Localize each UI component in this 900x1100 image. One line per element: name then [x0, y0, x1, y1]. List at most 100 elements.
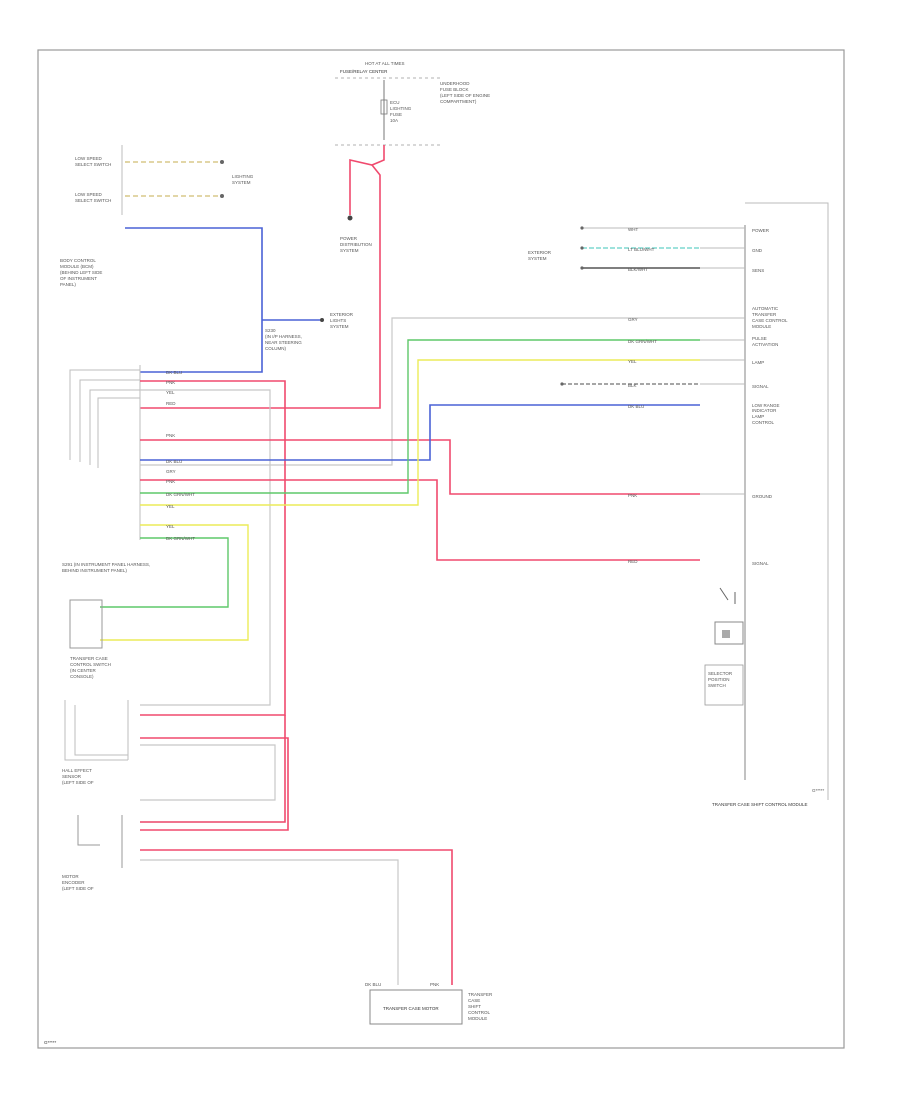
motor-desc-0: MOTOR	[62, 874, 79, 879]
splice-note-0: S291 (IN INSTRUMENT PANEL HARNESS,	[62, 562, 150, 567]
lighting-system-1: SYSTEM	[232, 180, 251, 185]
yellow-wires	[100, 359, 700, 641]
fuse-block-desc-0: UNDERHOOD	[440, 81, 470, 86]
green-wires	[100, 339, 700, 608]
splice-desc-2: NEAR STEERING	[265, 340, 302, 345]
svg-text:DK BLU: DK BLU	[365, 982, 381, 987]
transfer-desc-2: (IN CENTER	[70, 668, 97, 673]
diagram-border	[37, 49, 845, 1049]
fuse-block-desc-1: FUSE BLOCK	[440, 87, 469, 92]
indicator-lamp-0: INDICATOR	[752, 408, 777, 413]
encoder-desc-1: POSITION	[708, 677, 730, 682]
transfer-switch-box	[69, 599, 103, 649]
bottom-desc-1: CASE	[468, 998, 480, 1003]
power-dist-2: SYSTEM	[340, 248, 359, 253]
bottom-module-label: TRANSFER CASE MOTOR	[383, 1006, 439, 1011]
sensor-desc-0: HALL EFFECT	[62, 768, 92, 773]
right-pin-10: SIGNAL	[752, 384, 769, 389]
low-speed-switches: LOW SPEED SELECT SWITCH LOW SPEED SELECT…	[75, 145, 254, 215]
fuse-name-2: FUSE	[390, 112, 402, 117]
fuse-name-0: ECU	[390, 100, 400, 105]
svg-text:PNK: PNK	[166, 380, 175, 385]
corner-code: G*****	[812, 788, 825, 793]
splice-desc-3: COLUMN)	[265, 346, 287, 351]
low-speed-right-1: SELECT SWITCH	[75, 198, 111, 203]
bottom-module: TRANSFER CASE MOTOR DK BLU PNK TRANSFER …	[365, 982, 493, 1025]
sensor-desc-1: SENSOR	[62, 774, 82, 779]
right-pin-13: SIGNAL	[752, 561, 769, 566]
left-connector-block	[69, 365, 141, 540]
svg-text:PNK: PNK	[430, 982, 439, 987]
splice-dot	[347, 215, 353, 221]
right-pin-2: SENS	[752, 268, 764, 273]
right-wire-tags: WHT LT BLU/WHT BLK/WHT GRY DK GRN/WHT YE…	[528, 227, 657, 564]
motor-desc-1: ENCODER	[62, 880, 85, 885]
right-footer: TRANSFER CASE SHIFT CONTROL MODULE	[712, 802, 808, 807]
right-pin-7: PULSE	[752, 336, 767, 341]
encoder-desc-0: SELECTOR	[708, 671, 733, 676]
fuse-block-desc-3: COMPARTMENT)	[440, 99, 477, 104]
exterior-lights-2: SYSTEM	[330, 324, 349, 329]
svg-text:YEL: YEL	[166, 504, 175, 509]
blue-wire-left	[125, 227, 320, 373]
svg-text:PNK: PNK	[166, 433, 175, 438]
bottom-desc-3: CONTROL	[468, 1010, 490, 1015]
page-corner-code: G*****	[44, 1040, 57, 1045]
exterior-lights-0: EXTERIOR	[330, 312, 354, 317]
fuse-block: HOT AT ALL TIMES FUSE/RELAY CENTER UNDER…	[335, 61, 490, 146]
module-desc-1: MODULE (BCM)	[60, 264, 94, 269]
splice-desc-1: (IN I/P HARNESS,	[265, 334, 302, 339]
svg-text:SYSTEM: SYSTEM	[528, 256, 547, 261]
bottom-desc-0: TRANSFER	[468, 992, 493, 997]
exterior-lights-1: LIGHTS	[330, 318, 346, 323]
pink-wires	[140, 380, 700, 985]
fuse-block-title: FUSE/RELAY CENTER	[340, 69, 388, 74]
svg-text:YEL: YEL	[628, 359, 637, 364]
bottom-desc-4: MODULE	[468, 1016, 487, 1021]
svg-text:DK BLU: DK BLU	[166, 459, 182, 464]
svg-text:DK GRN/WHT: DK GRN/WHT	[166, 536, 195, 541]
right-pin-4: TRANSFER	[752, 312, 777, 317]
fuse-output-wires	[140, 145, 385, 409]
power-dist-0: POWER	[340, 236, 358, 241]
right-pin-8: ACTIVATION	[752, 342, 778, 347]
fuse-name-3: 10A	[390, 118, 398, 123]
transfer-desc-3: CONSOLE)	[70, 674, 94, 679]
low-speed-left-0: LOW SPEED	[75, 156, 103, 161]
svg-text:WHT: WHT	[628, 227, 638, 232]
lighting-system-0: LIGHTING	[232, 174, 254, 179]
right-module: POWER GND SENS AUTOMATIC TRANSFER CASE C…	[560, 202, 829, 807]
svg-text:EXTERIOR: EXTERIOR	[528, 250, 552, 255]
svg-text:GRY: GRY	[628, 317, 638, 322]
sensor-desc-2: (LEFT SIDE OF	[62, 780, 94, 785]
blue-wire-middle	[140, 404, 700, 461]
svg-text:LT BLU/WHT: LT BLU/WHT	[628, 247, 655, 252]
power-dist-1: DISTRIBUTION	[340, 242, 372, 247]
right-pin-0: POWER	[752, 228, 770, 233]
svg-text:PNK: PNK	[628, 493, 637, 498]
motor-desc-2: (LEFT SIDE OF	[62, 886, 94, 891]
svg-text:BLK: BLK	[628, 383, 637, 388]
fuse-name-1: LIGHTING	[390, 106, 412, 111]
svg-text:RED: RED	[628, 559, 638, 564]
gray-wires	[140, 317, 700, 985]
motor-encoder-connector	[77, 815, 123, 868]
right-pin-3: AUTOMATIC	[752, 306, 779, 311]
transfer-desc-1: CONTROL SWITCH	[70, 662, 111, 667]
svg-text:YEL: YEL	[166, 390, 175, 395]
encoder-desc-2: SWITCH	[708, 683, 726, 688]
svg-text:DK BLU: DK BLU	[628, 404, 644, 409]
fuse-block-desc-2: (LEFT SIDE OF ENGINE	[440, 93, 490, 98]
module-desc-0: BODY CONTROL	[60, 258, 96, 263]
module-desc-3: OF INSTRUMENT	[60, 276, 97, 281]
right-pin-12: GROUND	[752, 494, 773, 499]
module-desc-2: (BEHIND LEFT SIDE	[60, 270, 102, 275]
svg-text:BLK/WHT: BLK/WHT	[628, 267, 648, 272]
low-speed-left-1: SELECT SWITCH	[75, 162, 111, 167]
svg-text:DK BLU: DK BLU	[166, 370, 182, 375]
svg-text:GRY: GRY	[166, 469, 176, 474]
svg-text:RED: RED	[166, 401, 176, 406]
splice-desc-0: S230	[265, 328, 276, 333]
svg-text:YEL: YEL	[166, 524, 175, 529]
